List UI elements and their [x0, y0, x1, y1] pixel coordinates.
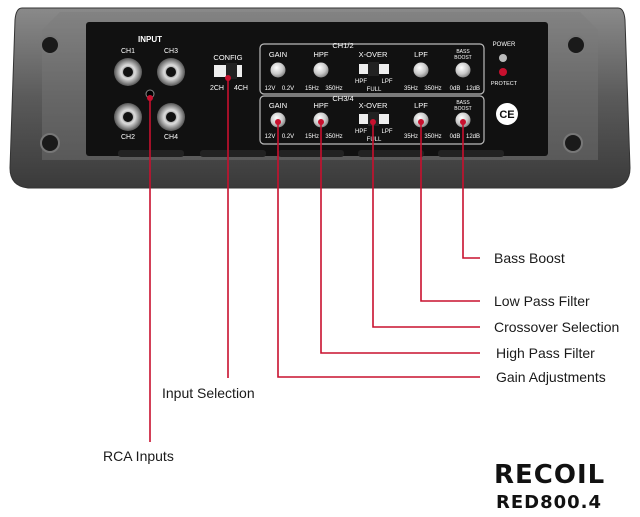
gain-min-bottom: 12V — [265, 134, 276, 140]
hpf-knob-top[interactable] — [313, 62, 329, 78]
leader-crossover — [372, 122, 480, 328]
lpf-label-top: LPF — [414, 50, 428, 59]
bass-label-bottom-2: BOOST — [454, 106, 472, 112]
rca-jack-ch1[interactable] — [114, 58, 142, 86]
screw-icon — [40, 35, 586, 153]
rca-jack-ch3[interactable] — [157, 58, 185, 86]
rca-jack-ch2[interactable] — [114, 103, 142, 131]
config-4ch-label: 4CH — [234, 85, 248, 92]
hpf-min-bottom: 15Hz — [305, 134, 319, 140]
bass-max-top: 12dB — [466, 86, 480, 92]
xover-hpf-bottom: HPF — [355, 129, 367, 135]
hpf-max-bottom: 350Hz — [325, 134, 342, 140]
brand-model: RED800.4 — [496, 492, 603, 513]
callout-crossover: Crossover Selection — [494, 319, 620, 335]
lpf-knob-top[interactable] — [413, 62, 429, 78]
xover-lpf-bottom: LPF — [381, 129, 392, 135]
protect-label: PROTECT — [491, 81, 518, 87]
leader-low-pass — [420, 122, 480, 302]
bass-knob-top[interactable] — [455, 62, 471, 78]
hpf-label-bottom: HPF — [314, 101, 329, 110]
ch2-label: CH2 — [121, 134, 135, 141]
gain-max-top: 0.2V — [282, 86, 294, 92]
section-ch34-label: CH3/4 — [332, 94, 353, 103]
xover-label-top: X-OVER — [359, 50, 388, 59]
ce-mark-icon: CE — [496, 103, 518, 125]
section-ch12-frame — [259, 43, 485, 95]
lpf-max-top: 350Hz — [424, 86, 441, 92]
gain-label-top: GAIN — [269, 50, 287, 59]
xover-label-bottom: X-OVER — [359, 101, 388, 110]
section-ch34-frame — [259, 95, 485, 145]
callout-input-selection: Input Selection — [162, 385, 255, 401]
section-ch12-label: CH1/2 — [332, 41, 353, 50]
power-led — [499, 54, 507, 62]
config-switch[interactable] — [214, 63, 242, 79]
gain-min-top: 12V — [265, 86, 276, 92]
input-title: INPUT — [138, 35, 162, 44]
power-label: POWER — [493, 42, 516, 48]
lpf-min-bottom: 35Hz — [404, 134, 418, 140]
callout-rca-inputs: RCA Inputs — [103, 448, 174, 464]
xover-full-top: FULL — [367, 87, 382, 93]
leader-lines — [149, 78, 480, 442]
hpf-label-top: HPF — [314, 50, 329, 59]
bass-label-bottom-1: BASS — [456, 100, 470, 106]
leader-dots — [147, 75, 466, 125]
bass-min-bottom: 0dB — [450, 134, 461, 140]
bass-max-bottom: 12dB — [466, 134, 480, 140]
hpf-max-top: 350Hz — [325, 86, 342, 92]
protect-led — [499, 68, 507, 76]
leader-gain — [277, 122, 480, 378]
callout-gain: Gain Adjustments — [496, 369, 606, 385]
xover-hpf-top: HPF — [355, 79, 367, 85]
vent-slots — [118, 150, 504, 157]
hpf-min-top: 15Hz — [305, 86, 319, 92]
bass-min-top: 0dB — [450, 86, 461, 92]
lpf-label-bottom: LPF — [414, 101, 428, 110]
leader-bass-boost — [462, 122, 480, 259]
lpf-min-top: 35Hz — [404, 86, 418, 92]
lpf-max-bottom: 350Hz — [424, 134, 441, 140]
callout-low-pass: Low Pass Filter — [494, 293, 590, 309]
gain-label-bottom: GAIN — [269, 101, 287, 110]
gain-knob-top[interactable] — [270, 62, 286, 78]
bass-label-top-2: BOOST — [454, 55, 472, 61]
xover-full-bottom: FULL — [367, 137, 382, 143]
control-panel — [86, 22, 548, 156]
brand-logo: RECOIL — [494, 460, 606, 490]
xover-switch-top[interactable] — [359, 62, 389, 76]
config-2ch-label: 2CH — [210, 85, 224, 92]
ch1-label: CH1 — [121, 48, 135, 55]
leader-high-pass — [320, 122, 480, 354]
callout-bass-boost: Bass Boost — [494, 250, 565, 266]
gain-max-bottom: 0.2V — [282, 134, 294, 140]
ch4-label: CH4 — [164, 134, 178, 141]
callout-high-pass: High Pass Filter — [496, 345, 595, 361]
config-label: CONFIG — [213, 53, 242, 62]
xover-lpf-top: LPF — [381, 79, 392, 85]
ce-mark-text: CE — [499, 109, 514, 121]
rca-jack-ch4[interactable] — [157, 103, 185, 131]
xover-switch-bottom[interactable] — [359, 112, 389, 126]
ch3-label: CH3 — [164, 48, 178, 55]
bass-label-top-1: BASS — [456, 49, 470, 55]
